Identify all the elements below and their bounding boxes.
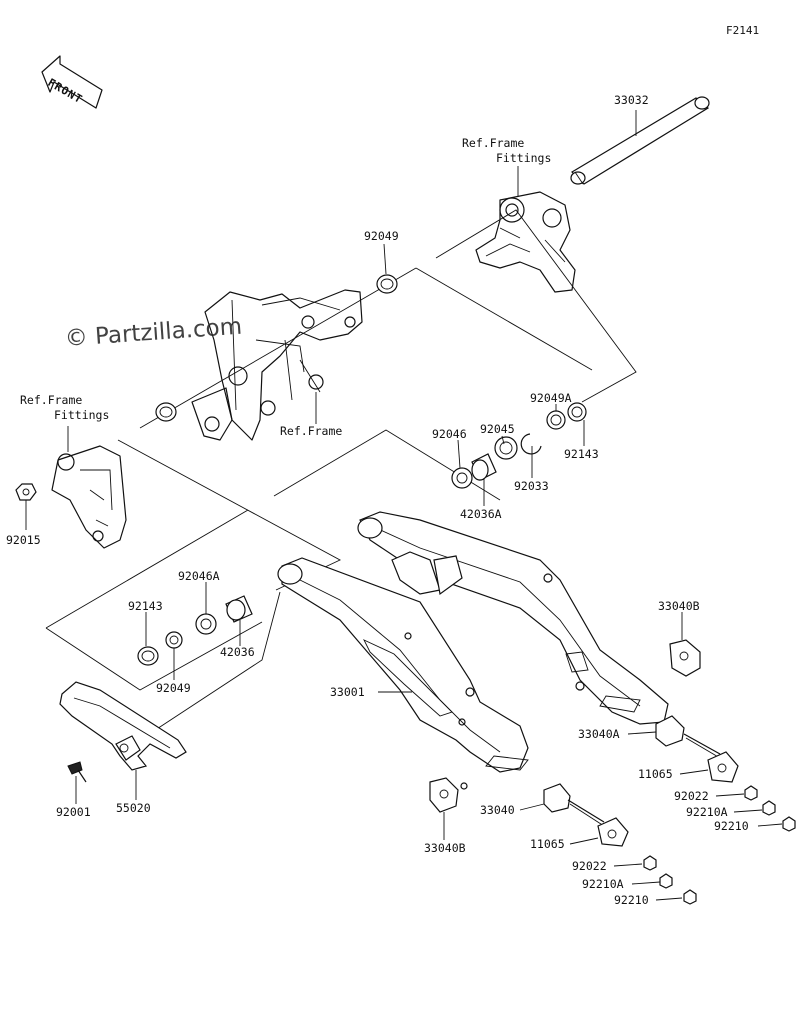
pivot-shaft-33032[interactable] <box>570 96 710 185</box>
label-11065-right[interactable]: 11065 <box>638 767 673 781</box>
label-92049-top[interactable]: 92049 <box>364 229 399 243</box>
label-33040B-bottom[interactable]: 33040B <box>424 841 466 855</box>
label-92001[interactable]: 92001 <box>56 805 91 819</box>
sleeve-42036A[interactable] <box>471 453 497 481</box>
label-ref-frame-fittings-top-1: Ref.Frame <box>462 136 525 150</box>
bearing-92045[interactable] <box>494 436 518 460</box>
seal-92049-top[interactable] <box>376 274 398 294</box>
nut-92210-bottom[interactable] <box>683 889 697 905</box>
label-ref-frame-fittings-left-1: Ref.Frame <box>20 393 83 407</box>
label-92210A-bottom[interactable]: 92210A <box>582 877 624 891</box>
label-92210A-right[interactable]: 92210A <box>686 805 728 819</box>
label-92143-left[interactable]: 92143 <box>128 599 163 613</box>
label-ref-frame-mid: Ref.Frame <box>280 424 343 438</box>
assembly-guide-lines <box>45 209 637 745</box>
chain-adjuster-33040B-bottom[interactable] <box>429 777 459 813</box>
label-33040[interactable]: 33040 <box>480 803 515 817</box>
label-ref-frame-fittings-top-2: Fittings <box>496 151 552 165</box>
label-33040B-right[interactable]: 33040B <box>658 599 700 613</box>
label-92033[interactable]: 92033 <box>514 479 549 493</box>
adjuster-block-11065-bottom[interactable] <box>597 817 629 847</box>
nut-92210A-bottom[interactable] <box>659 873 673 889</box>
front-arrow-icon <box>41 55 103 109</box>
label-42036A[interactable]: 42036A <box>460 507 502 521</box>
collar-92143-right[interactable] <box>567 402 587 422</box>
needle-bearing-92046A[interactable] <box>195 613 217 635</box>
leader-lines <box>25 110 783 901</box>
frame-rear-section <box>191 289 363 441</box>
chain-adjuster-33040B-right[interactable] <box>669 639 701 677</box>
label-11065-bottom[interactable]: 11065 <box>530 837 565 851</box>
adjuster-block-11065-right[interactable] <box>707 751 739 783</box>
label-ref-frame-fittings-left-2: Fittings <box>54 408 110 422</box>
label-55020[interactable]: 55020 <box>116 801 151 815</box>
sleeve-42036[interactable] <box>225 595 253 623</box>
label-92015[interactable]: 92015 <box>6 533 41 547</box>
nut-92015[interactable] <box>15 483 37 501</box>
label-92143-right[interactable]: 92143 <box>564 447 599 461</box>
label-33032[interactable]: 33032 <box>614 93 649 107</box>
label-92045[interactable]: 92045 <box>480 422 515 436</box>
label-92022-right[interactable]: 92022 <box>674 789 709 803</box>
collar-92143-left[interactable] <box>137 646 159 666</box>
frame-fitting-left <box>51 445 127 549</box>
seal-92049A[interactable] <box>546 410 566 430</box>
circlip-92033[interactable] <box>520 433 542 455</box>
label-42036[interactable]: 42036 <box>220 645 255 659</box>
chain-adjuster-33040[interactable] <box>543 783 605 827</box>
label-33040A[interactable]: 33040A <box>578 727 620 741</box>
label-92046A[interactable]: 92046A <box>178 569 220 583</box>
figure-code: F2141 <box>726 24 760 37</box>
label-92049A[interactable]: 92049A <box>530 391 572 405</box>
nut-92210-right[interactable] <box>782 816 796 832</box>
bolt-92001[interactable] <box>67 761 87 783</box>
nut-92210A-right[interactable] <box>762 800 776 816</box>
label-92210-bottom[interactable]: 92210 <box>614 893 649 907</box>
label-92022-bottom[interactable]: 92022 <box>572 859 607 873</box>
needle-bearing-92046[interactable] <box>451 467 473 489</box>
frame-fitting-right-top <box>475 191 576 293</box>
chain-guard-55020[interactable] <box>59 681 187 771</box>
label-92210-right[interactable]: 92210 <box>714 819 749 833</box>
swingarm-33001[interactable] <box>277 511 669 790</box>
label-92046[interactable]: 92046 <box>432 427 467 441</box>
nut-92022-right[interactable] <box>744 785 758 801</box>
nut-92022-bottom[interactable] <box>643 855 657 871</box>
seal-frame-left[interactable] <box>155 402 177 422</box>
chain-adjuster-33040A[interactable] <box>655 715 721 759</box>
label-33001[interactable]: 33001 <box>330 685 365 699</box>
label-92049-left[interactable]: 92049 <box>156 681 191 695</box>
seal-92049-left[interactable] <box>165 631 183 649</box>
